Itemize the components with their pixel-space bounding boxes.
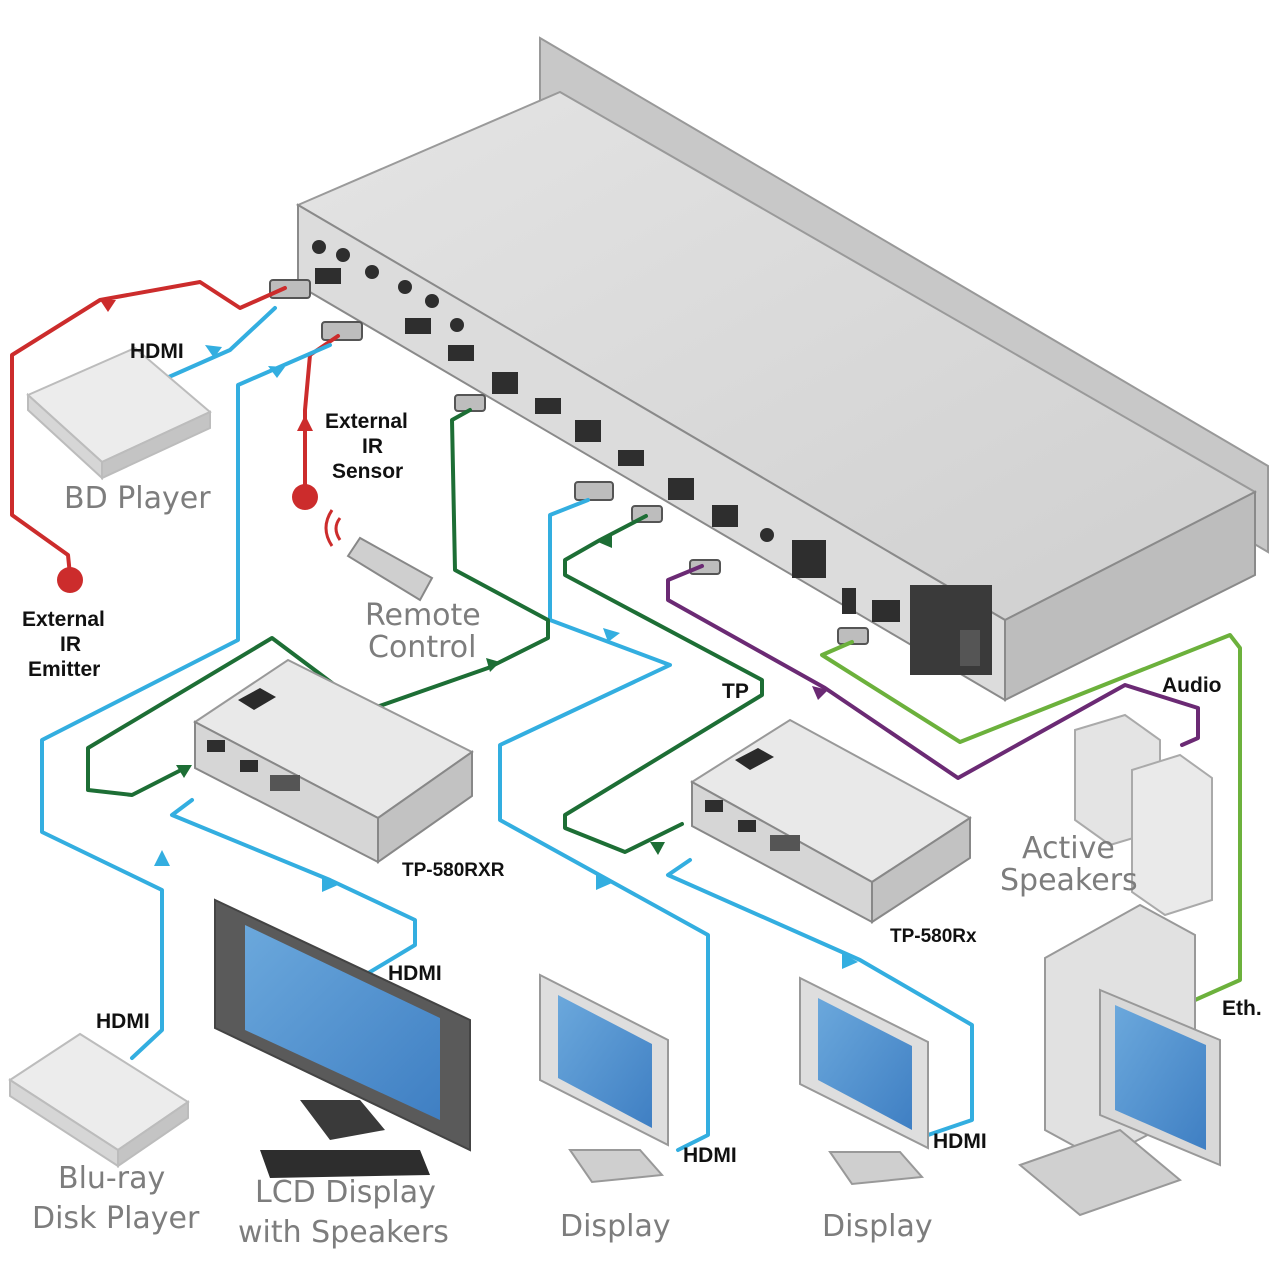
bluray-label-2: Disk Player (32, 1201, 200, 1236)
tp-580rx-device (690, 718, 972, 924)
hdmi-bluray-label: HDMI (96, 1010, 150, 1033)
display-1-label: Display (560, 1209, 671, 1244)
hdmi-bd-label: HDMI (130, 340, 184, 363)
receiver-2-label: TP-580Rx (890, 926, 977, 947)
display-2-device (799, 976, 929, 1186)
plugged-connectors (269, 279, 869, 645)
hdmi-disp2-cable (666, 858, 974, 1137)
ir-emitter-cable (10, 280, 287, 577)
lcd-label-2: with Speakers (238, 1215, 449, 1250)
bd-player-label: BD Player (64, 481, 211, 516)
hdmi-lcd-label: HDMI (388, 962, 442, 985)
ext-emitter-label-3: Emitter (28, 658, 100, 681)
ext-sensor-label-1: External (325, 410, 408, 433)
hdmi-bluray-cable (40, 343, 332, 1060)
lcd-display-device (214, 898, 471, 1178)
display-2-label: Display (822, 1209, 933, 1244)
speakers-label-2: Speakers (1000, 863, 1138, 898)
remote-label-1: Remote (365, 598, 481, 633)
eth-label: Eth. (1222, 997, 1262, 1020)
tp-rx-cable (563, 514, 764, 854)
bd-player-device (26, 346, 212, 481)
audio-label: Audio (1162, 674, 1221, 697)
ext-sensor-label-3: Sensor (332, 460, 403, 483)
display-1-device (539, 973, 669, 1184)
ext-emitter-label-2: IR (60, 633, 81, 656)
remote-control-icon (324, 509, 434, 602)
matrix-switcher (269, 36, 1269, 702)
ir-emitter-icon (57, 567, 83, 593)
bluray-label-1: Blu-ray (58, 1161, 165, 1196)
hdmi-disp2-label: HDMI (933, 1130, 987, 1153)
ir-sensor-icon (292, 484, 318, 510)
ethernet-cable (820, 633, 1242, 1002)
ext-emitter-label-1: External (22, 608, 105, 631)
hdmi-disp1-cable (498, 498, 710, 1152)
remote-label-2: Control (368, 630, 476, 665)
cable-arrows (100, 300, 858, 969)
tp-rxr-cable (86, 408, 550, 797)
ext-sensor-label-2: IR (362, 435, 383, 458)
lcd-label-1: LCD Display (255, 1175, 436, 1210)
hdmi-lcd-cable (170, 798, 417, 980)
hdmi-disp1-label: HDMI (683, 1144, 737, 1167)
audio-cable (666, 564, 1200, 780)
bluray-player-device (8, 1032, 190, 1168)
active-speakers-device (1074, 713, 1213, 917)
pc-computer-device (1018, 903, 1221, 1217)
tp-label: TP (722, 680, 749, 703)
hdmi-bd-cable (160, 306, 277, 382)
tp-580rxr-device (193, 658, 474, 864)
rear-ports (312, 240, 992, 675)
receiver-1-label: TP-580RXR (402, 860, 505, 881)
speakers-label-1: Active (1022, 831, 1115, 866)
